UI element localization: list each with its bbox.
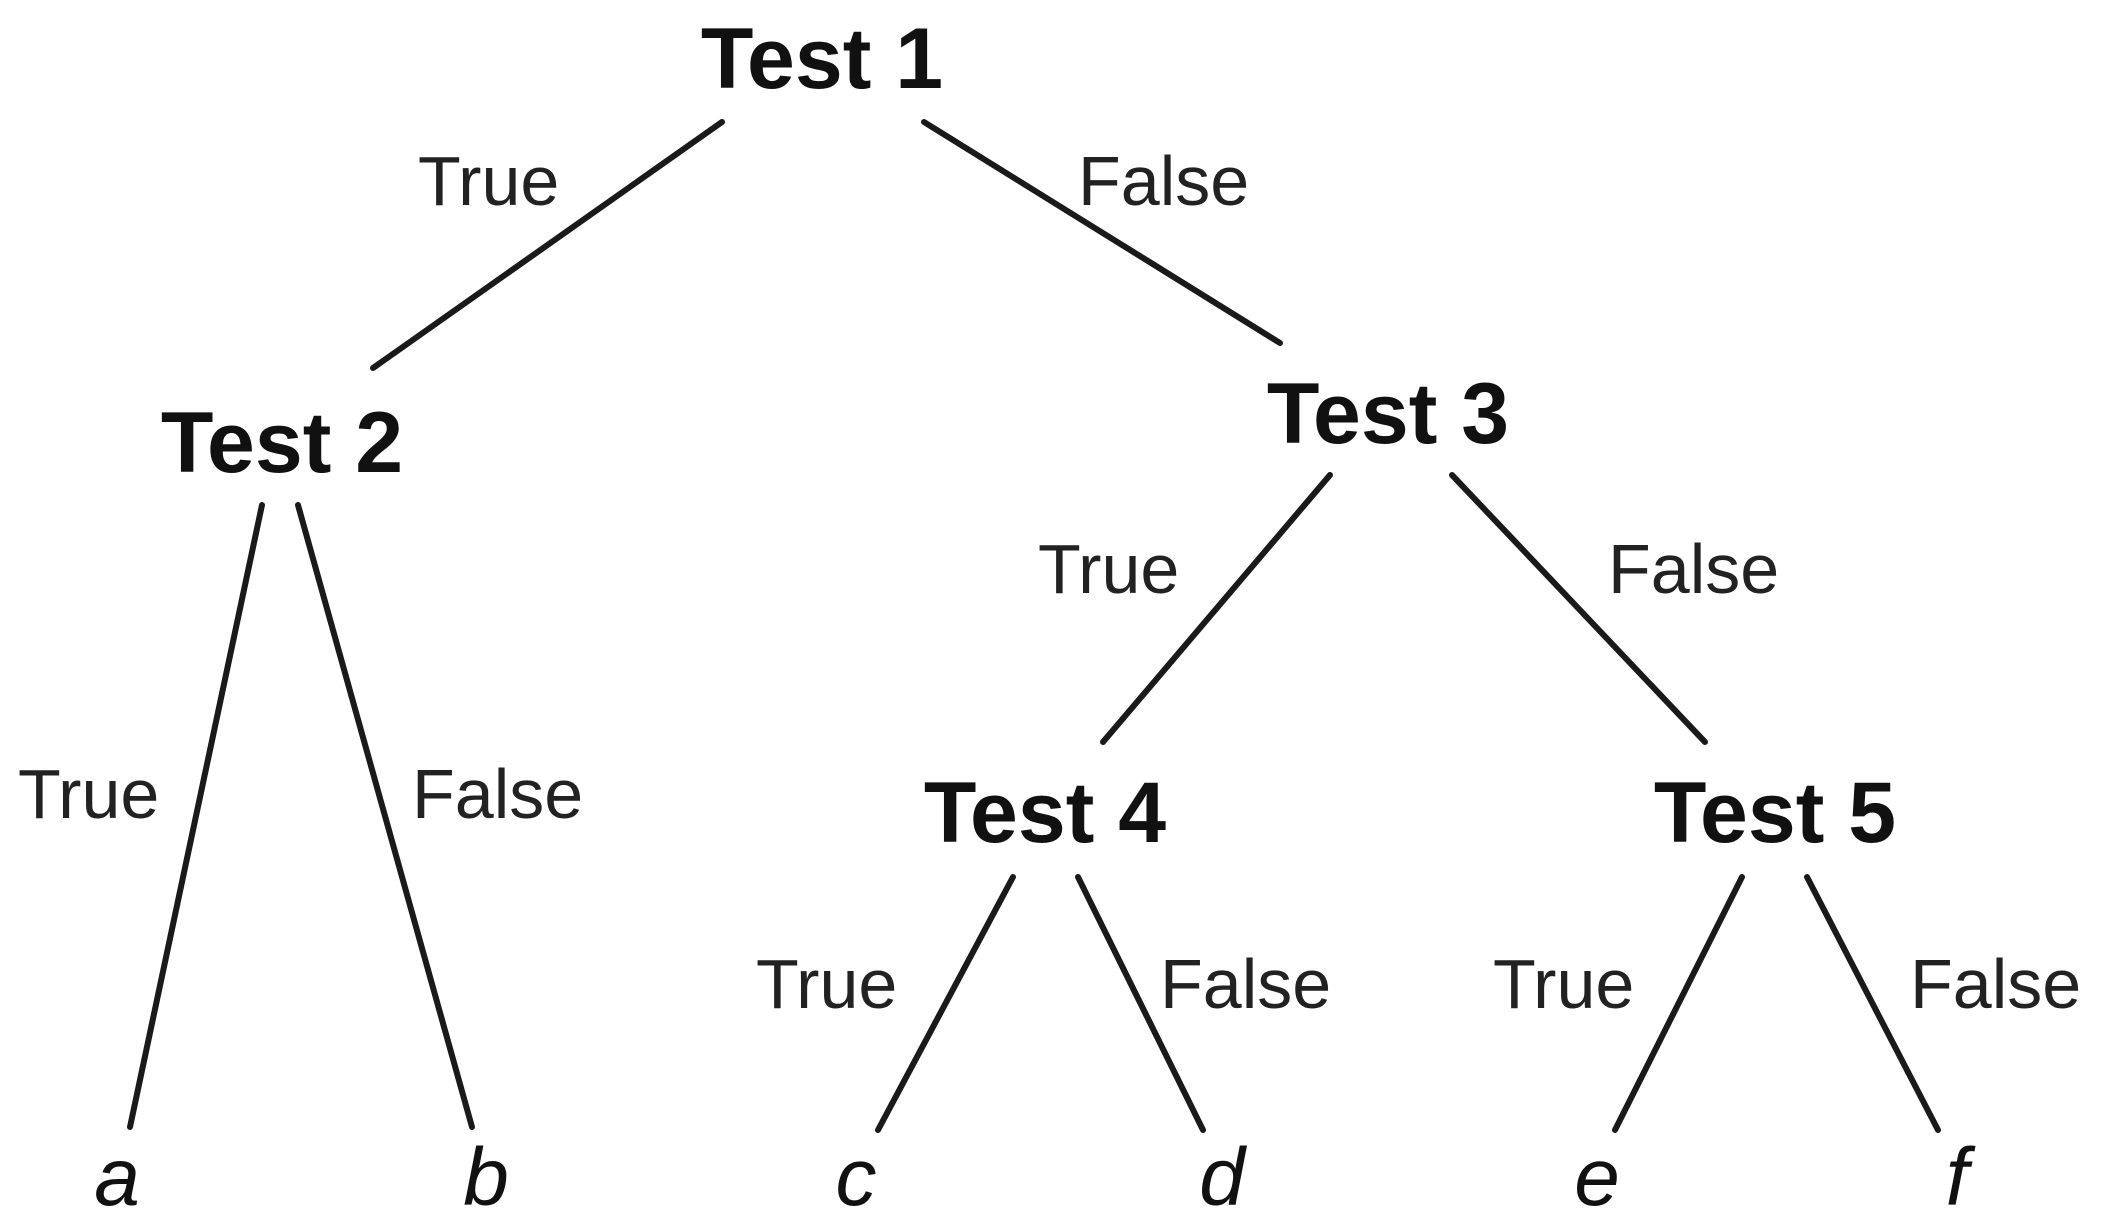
edge-test4-false	[1075, 874, 1206, 1133]
edge-test2-false	[295, 502, 475, 1130]
edge-label-test4-true: True	[756, 945, 897, 1023]
edge-label-test2-true: True	[18, 755, 159, 833]
node-test2: Test 2	[161, 395, 403, 491]
edge-test5-true	[1612, 874, 1745, 1133]
edge-test1-true	[370, 119, 725, 371]
node-test5: Test 5	[1654, 765, 1896, 861]
edge-test4-true	[875, 874, 1016, 1133]
leaf-b: b	[463, 1132, 509, 1223]
edge-label-test5-false: False	[1910, 945, 2081, 1023]
edge-label-test1-false: False	[1078, 142, 1249, 220]
edge-test1-false	[921, 119, 1283, 346]
edge-label-test3-true: True	[1038, 530, 1179, 608]
edge-test3-false	[1449, 472, 1708, 745]
edge-test3-true	[1100, 472, 1333, 745]
node-test4: Test 4	[924, 765, 1166, 861]
leaf-c: c	[836, 1132, 877, 1223]
edge-test5-false	[1804, 874, 1941, 1133]
edge-label-test1-true: True	[418, 142, 559, 220]
edge-label-test5-true: True	[1493, 945, 1634, 1023]
leaf-a: a	[94, 1132, 140, 1223]
node-test3: Test 3	[1267, 366, 1509, 462]
edge-label-test4-false: False	[1160, 945, 1331, 1023]
leaf-d: d	[1199, 1132, 1247, 1223]
edge-test2-true	[127, 502, 265, 1130]
node-test1: Test 1	[701, 11, 943, 107]
edge-label-test2-false: False	[412, 755, 583, 833]
leaf-f: f	[1946, 1132, 1976, 1223]
leaf-e: e	[1574, 1132, 1620, 1223]
edge-label-test3-false: False	[1608, 530, 1779, 608]
